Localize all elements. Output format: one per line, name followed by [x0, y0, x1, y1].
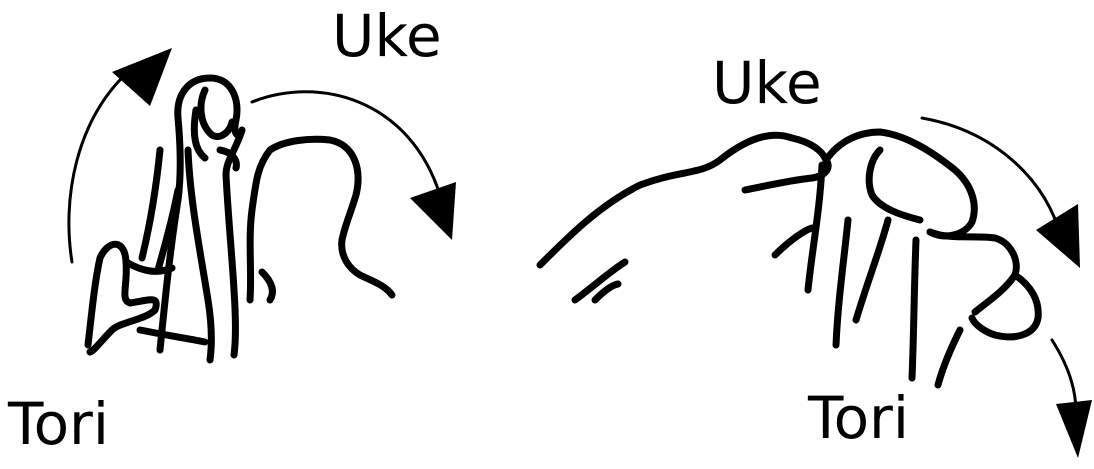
uke-label-left: Uke: [332, 2, 442, 70]
tori-hand-top: [822, 128, 978, 240]
uke-hand-wrist: [741, 156, 832, 194]
tori-forearm-right-2: [832, 216, 852, 349]
tori-forearm-right-4: [908, 236, 920, 382]
tori-label-right: Tori: [807, 384, 909, 452]
panel-left-initial-grip: Uke Tori: [7, 2, 456, 458]
tori-forearm-right-3: [852, 216, 892, 324]
tori-hand-left: [84, 240, 160, 356]
curved-arrow-head-right-top: [1036, 204, 1080, 268]
tori-label-left: Tori: [7, 390, 109, 458]
curved-arrow-head-right: [410, 182, 456, 240]
curved-arrow-icon: [1050, 338, 1078, 414]
uke-body-silhouette: [246, 135, 396, 304]
uke-label-right: Uke: [712, 49, 822, 117]
curved-arrow-head-left: [112, 48, 172, 106]
tori-forearm-right-1: [804, 161, 826, 294]
tori-fingers-top: [865, 146, 924, 224]
tori-forearm-right-6: [771, 224, 816, 259]
panel-right-wrist-turn: Uke Tori: [536, 49, 1092, 458]
tori-thumb: [971, 271, 1019, 316]
uke-arm-lower-edge: [571, 258, 629, 304]
curved-arrow-head-right-bottom: [1056, 400, 1092, 458]
curved-arrow-icon: [67, 68, 132, 264]
curved-arrow-icon: [920, 116, 1064, 242]
tori-hand-second: [926, 228, 1042, 341]
uke-extended-arm: [536, 131, 830, 269]
uke-neck-line: [258, 268, 276, 304]
uke-fist: [190, 86, 236, 162]
curved-arrow-icon: [250, 90, 442, 197]
tori-forearm-right-5: [934, 326, 964, 389]
uke-arm-inner: [184, 146, 215, 364]
tori-grip-fingers: [138, 146, 240, 274]
